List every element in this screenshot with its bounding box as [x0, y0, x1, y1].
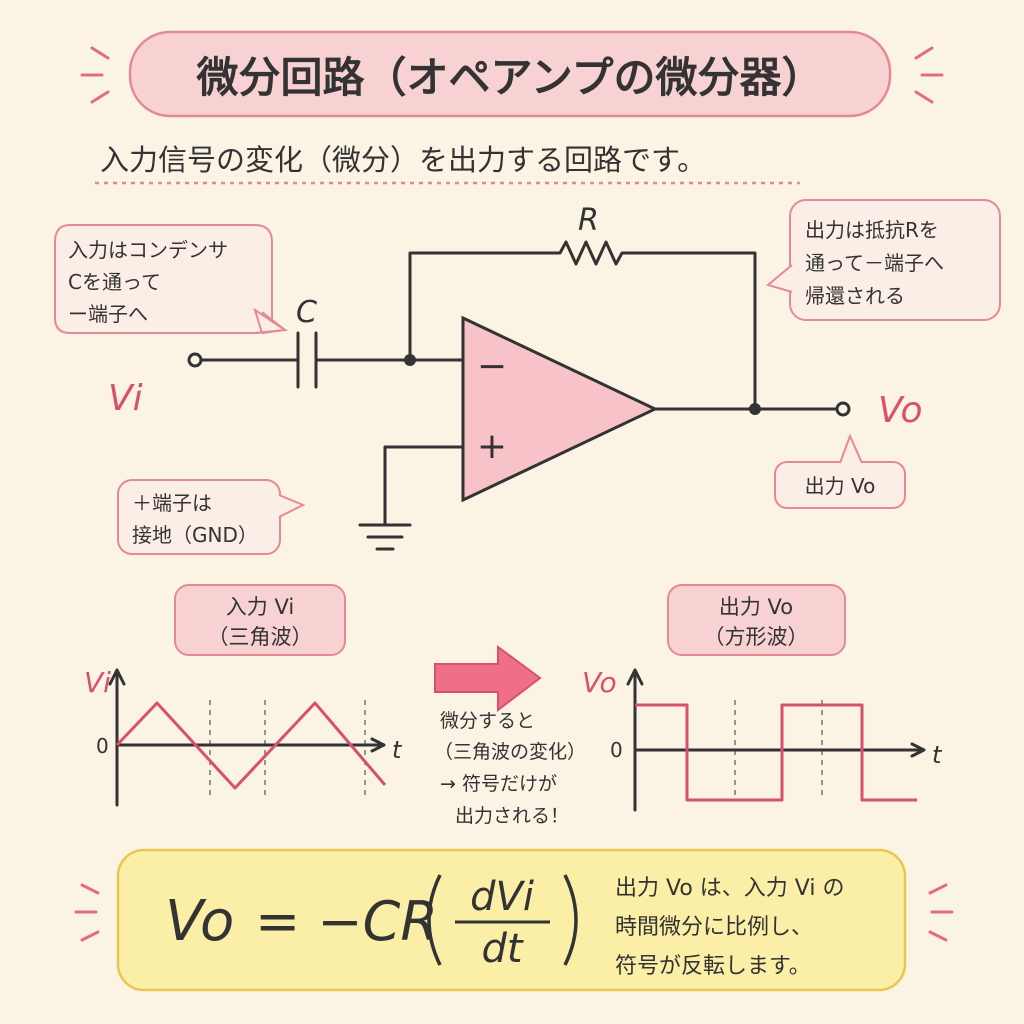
subtitle: 入力信号の変化（微分）を出力する回路です。	[100, 143, 706, 177]
capacitor-symbol	[296, 331, 318, 389]
svg-text:出力は抵抗Rを: 出力は抵抗Rを	[805, 218, 939, 242]
svg-text:＋端子は: ＋端子は	[132, 491, 212, 515]
svg-text:Vi: Vi	[84, 666, 111, 699]
right-arrow-icon	[434, 645, 542, 713]
title-banner: 微分回路（オペアンプの微分器）	[128, 30, 892, 118]
output-label: Vo	[878, 390, 923, 431]
parentheses	[427, 874, 578, 966]
callout-feedback: 出力は抵抗Rを 通って－端子へ 帰還される	[765, 199, 1001, 321]
formula-numerator: dVi	[470, 874, 534, 920]
svg-text:t: t	[932, 741, 943, 769]
input-terminal	[187, 352, 203, 368]
svg-text:出力される！: 出力される！	[455, 805, 569, 827]
square-wave	[635, 703, 917, 802]
svg-text:入力はコンデンサ: 入力はコンデンサ	[68, 238, 228, 262]
svg-text:時間微分に比例し、: 時間微分に比例し、	[615, 915, 813, 940]
ground-symbol	[358, 523, 412, 551]
output-terminal	[835, 401, 851, 417]
svg-text:微分すると: 微分すると	[440, 710, 535, 732]
svg-text:t: t	[392, 736, 403, 764]
svg-text:Cを通って: Cを通って	[68, 270, 161, 294]
svg-text:出力 Vo: 出力 Vo	[719, 595, 793, 619]
svg-text:0: 0	[610, 738, 623, 762]
circuit: − + C R Vi Vo	[108, 203, 923, 551]
input-graph-label: 入力 Vi （三角波）	[174, 584, 346, 656]
page-title: 微分回路（オペアンプの微分器）	[195, 53, 823, 102]
svg-text:0: 0	[96, 734, 109, 758]
opamp-triangle	[461, 315, 659, 503]
input-label: Vi	[108, 378, 143, 419]
svg-text:（三角波の変化）: （三角波の変化）	[434, 741, 586, 763]
svg-text:接地（GND）: 接地（GND）	[132, 523, 258, 547]
decoration-dashes	[74, 46, 954, 942]
callout-ground: ＋端子は 接地（GND）	[117, 479, 306, 555]
triangle-wave	[115, 701, 387, 790]
arrow-note: 微分すると （三角波の変化） → 符号だけが 出力される！	[434, 710, 586, 827]
output-node-dot	[749, 403, 761, 415]
resistor-label: R	[578, 203, 599, 238]
svg-text:出力 Vo は、入力 Vi の: 出力 Vo は、入力 Vi の	[615, 876, 844, 901]
svg-text:符号が反転します。: 符号が反転します。	[615, 954, 811, 979]
formula-eq: = −CR	[255, 890, 438, 953]
output-graph-label: 出力 Vo （方形波）	[667, 584, 846, 656]
svg-text:出力 Vo: 出力 Vo	[805, 474, 876, 498]
formula-lhs: Vo	[165, 889, 234, 954]
svg-text:→ 符号だけが: → 符号だけが	[440, 773, 557, 795]
resistor-feedback-path	[408, 240, 757, 411]
svg-text:ー端子へ: ー端子へ	[68, 302, 148, 326]
callout-input: 入力はコンデンサ Cを通って ー端子へ	[54, 224, 288, 335]
svg-text:（三角波）: （三角波）	[208, 625, 313, 649]
input-triangle-graph: Vi 0 t	[84, 666, 403, 807]
svg-text:（方形波）: （方形波）	[704, 625, 809, 649]
output-square-graph: Vo 0 t	[582, 666, 943, 812]
inverting-input-sign: −	[477, 346, 507, 387]
callout-output: 出力 Vo	[774, 433, 906, 509]
capacitor-label: C	[296, 295, 317, 330]
svg-text:通って－端子へ: 通って－端子へ	[805, 251, 944, 275]
svg-text:入力 Vi: 入力 Vi	[226, 595, 294, 619]
svg-text:Vo: Vo	[582, 666, 617, 699]
formula-denominator: dt	[481, 926, 523, 972]
svg-text:帰還される: 帰還される	[805, 284, 905, 308]
formula-box: Vo = −CR dVi dt 出力 Vo は、入力 Vi の 時間微分に比例し…	[116, 848, 907, 992]
noninverting-input-sign: +	[477, 426, 507, 467]
